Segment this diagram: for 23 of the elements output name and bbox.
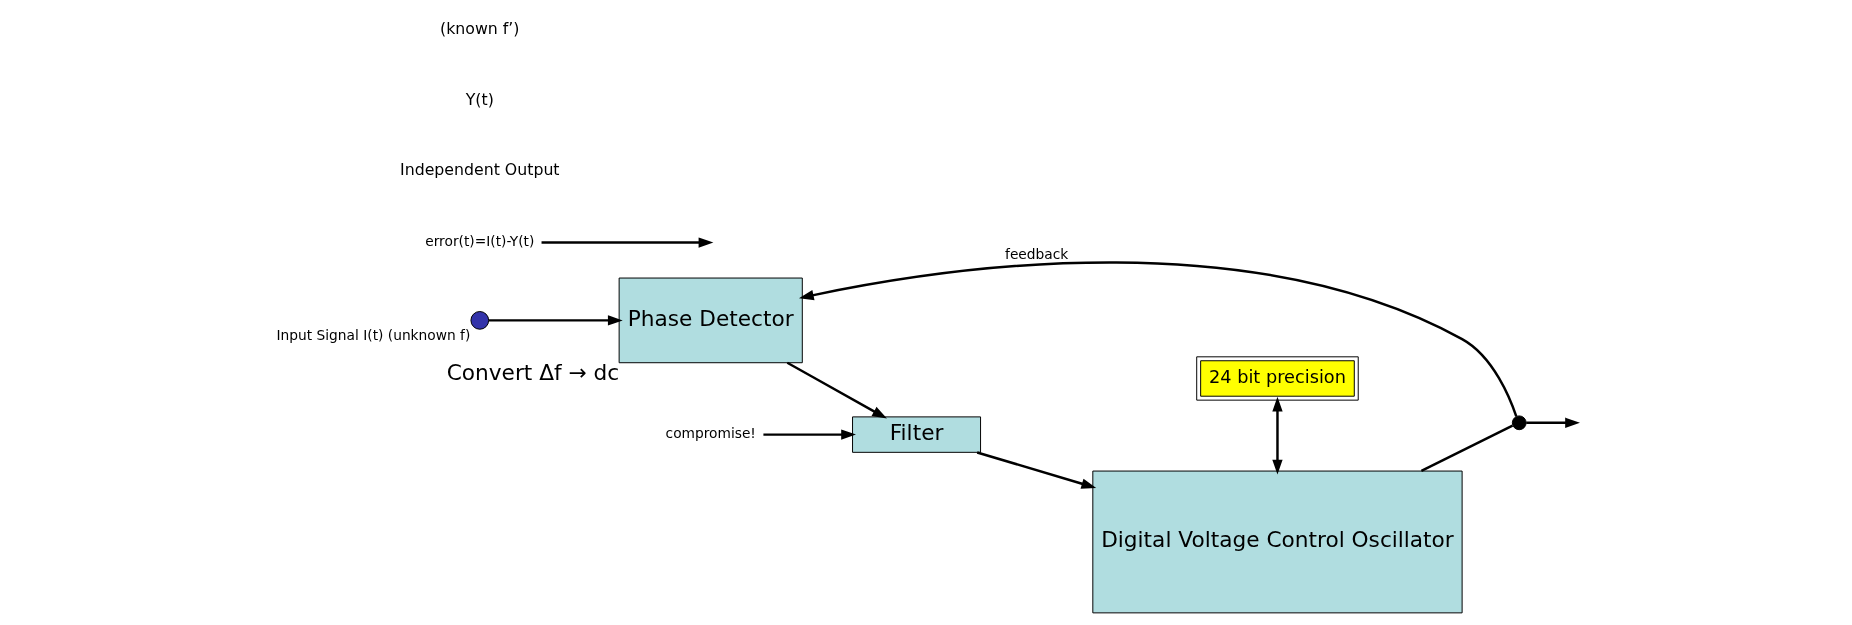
- node-label: Input Signal I(t) (unknown f): [276, 327, 470, 344]
- label: Independent Output: [399, 160, 560, 180]
- node-text: compromise!: [665, 425, 756, 442]
- node-text: error(t)=I(t)-Y(t): [424, 233, 534, 250]
- node-box: Phase Detector: [618, 277, 803, 364]
- edge-label: feedback: [1004, 245, 1068, 262]
- arrow: [976, 451, 1096, 489]
- arrow: [1525, 417, 1580, 428]
- connector: [1420, 424, 1513, 473]
- arrow: [798, 261, 1517, 417]
- node-label: Convert Δf → dc: [446, 360, 619, 386]
- node-circle: [469, 311, 489, 330]
- arrow: [762, 429, 856, 440]
- arrow: [1271, 396, 1283, 475]
- node-circle: [1511, 415, 1527, 431]
- node-box: 24 bit precision: [1195, 356, 1359, 401]
- node-box: Digital Voltage Control Oscillator: [1091, 470, 1463, 614]
- arrow: [488, 315, 623, 326]
- arrow: [541, 237, 713, 248]
- label: Y(t): [465, 89, 494, 109]
- arrow: [786, 361, 887, 419]
- node-box: Filter: [851, 416, 981, 453]
- label: (known f’): [439, 18, 520, 38]
